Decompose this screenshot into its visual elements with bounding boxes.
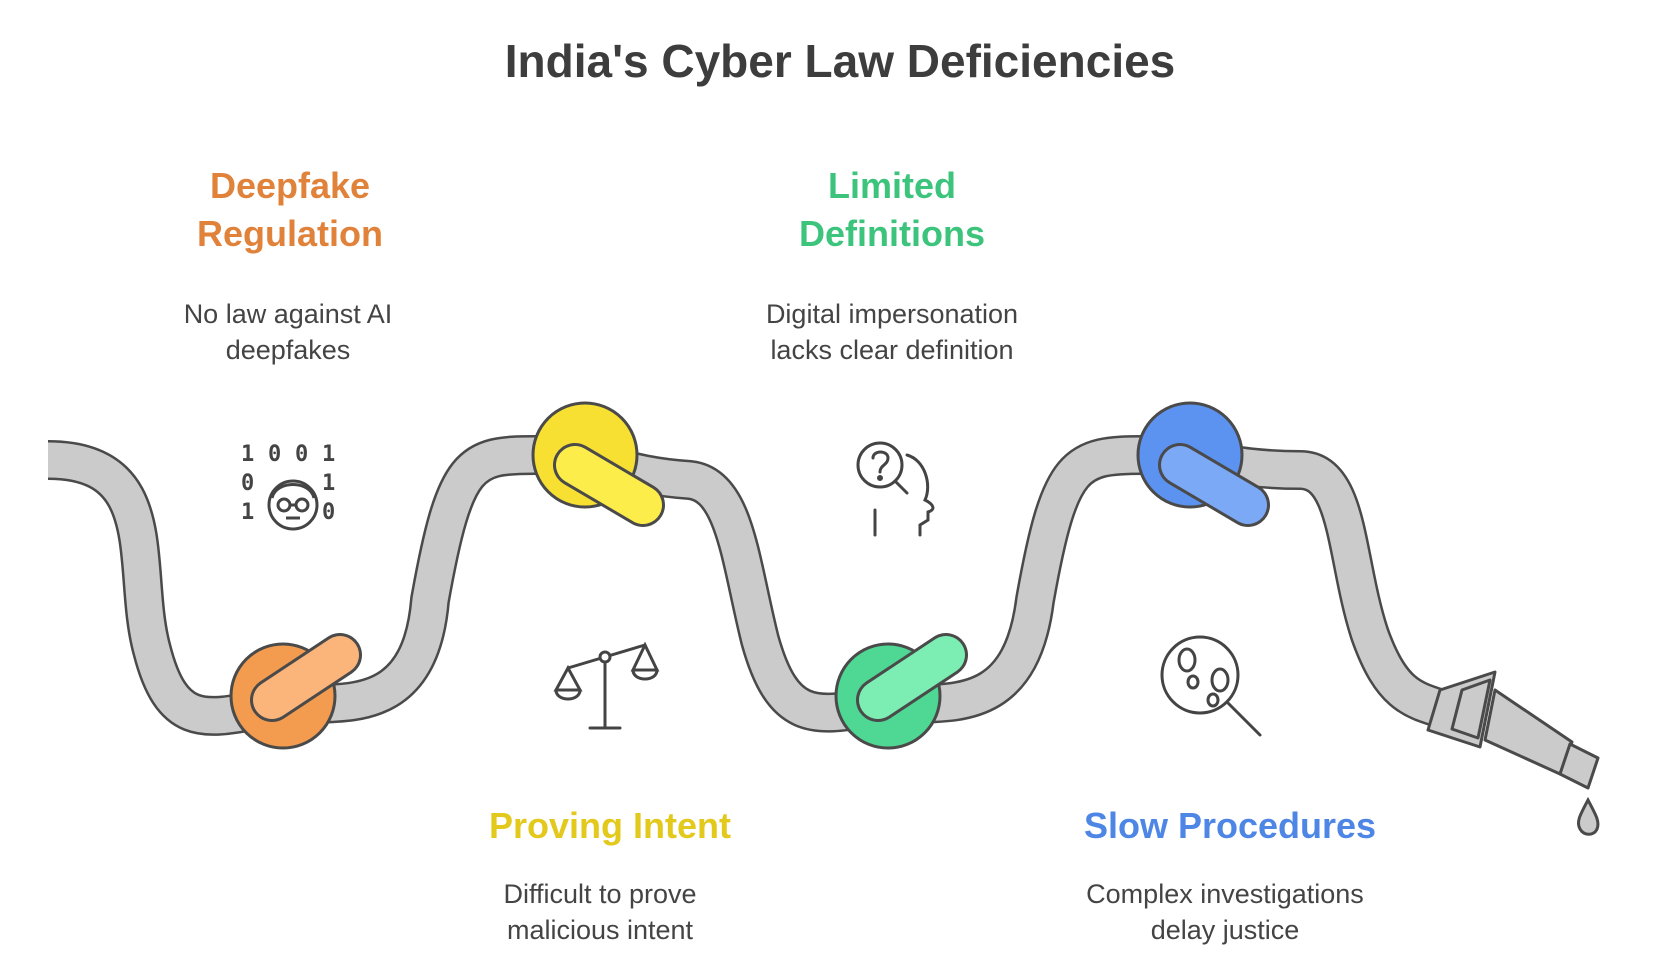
item-title-limited-definitions: Limited Definitions [799,165,985,254]
binary-digit: 1 [322,471,335,496]
binary-digit: 1 [322,442,335,467]
item-title-slow-procedures: Slow Procedures [1083,805,1377,846]
item-desc-limited-definitions: Digital impersonation lacks clear defini… [765,299,1019,365]
item-title-proving-intent: Proving Intent [489,805,731,846]
footprints-magnifier-icon [1160,635,1262,737]
binary-digit: 0 [295,442,308,467]
question-head-icon [856,441,935,537]
binary-digit: 1 [241,500,254,525]
binary-digit: 0 [268,442,281,467]
knot-blue [1136,401,1270,527]
knot-orange [229,633,362,750]
scales-icon [553,641,660,730]
item-desc-proving-intent: Difficult to prove malicious intent [503,879,697,945]
knot-yellow [531,401,665,527]
item-title-deepfake-regulation: Deepfake Regulation [197,165,383,254]
item-desc-slow-procedures: Complex investigations delay justice [1086,879,1364,945]
nozzle [1426,670,1600,790]
water-drop-icon [1576,796,1600,836]
binary-digit: 0 [241,471,254,496]
binary-face-icon: 1 0 0 1 0 1 1 0 [241,442,335,531]
binary-digit: 1 [241,442,254,467]
item-desc-deepfake-regulation: No law against AI deepfakes [183,299,393,365]
diagram-title: India's Cyber Law Deficiencies [504,35,1176,87]
binary-digit: 0 [322,500,335,525]
knot-green [834,633,968,750]
